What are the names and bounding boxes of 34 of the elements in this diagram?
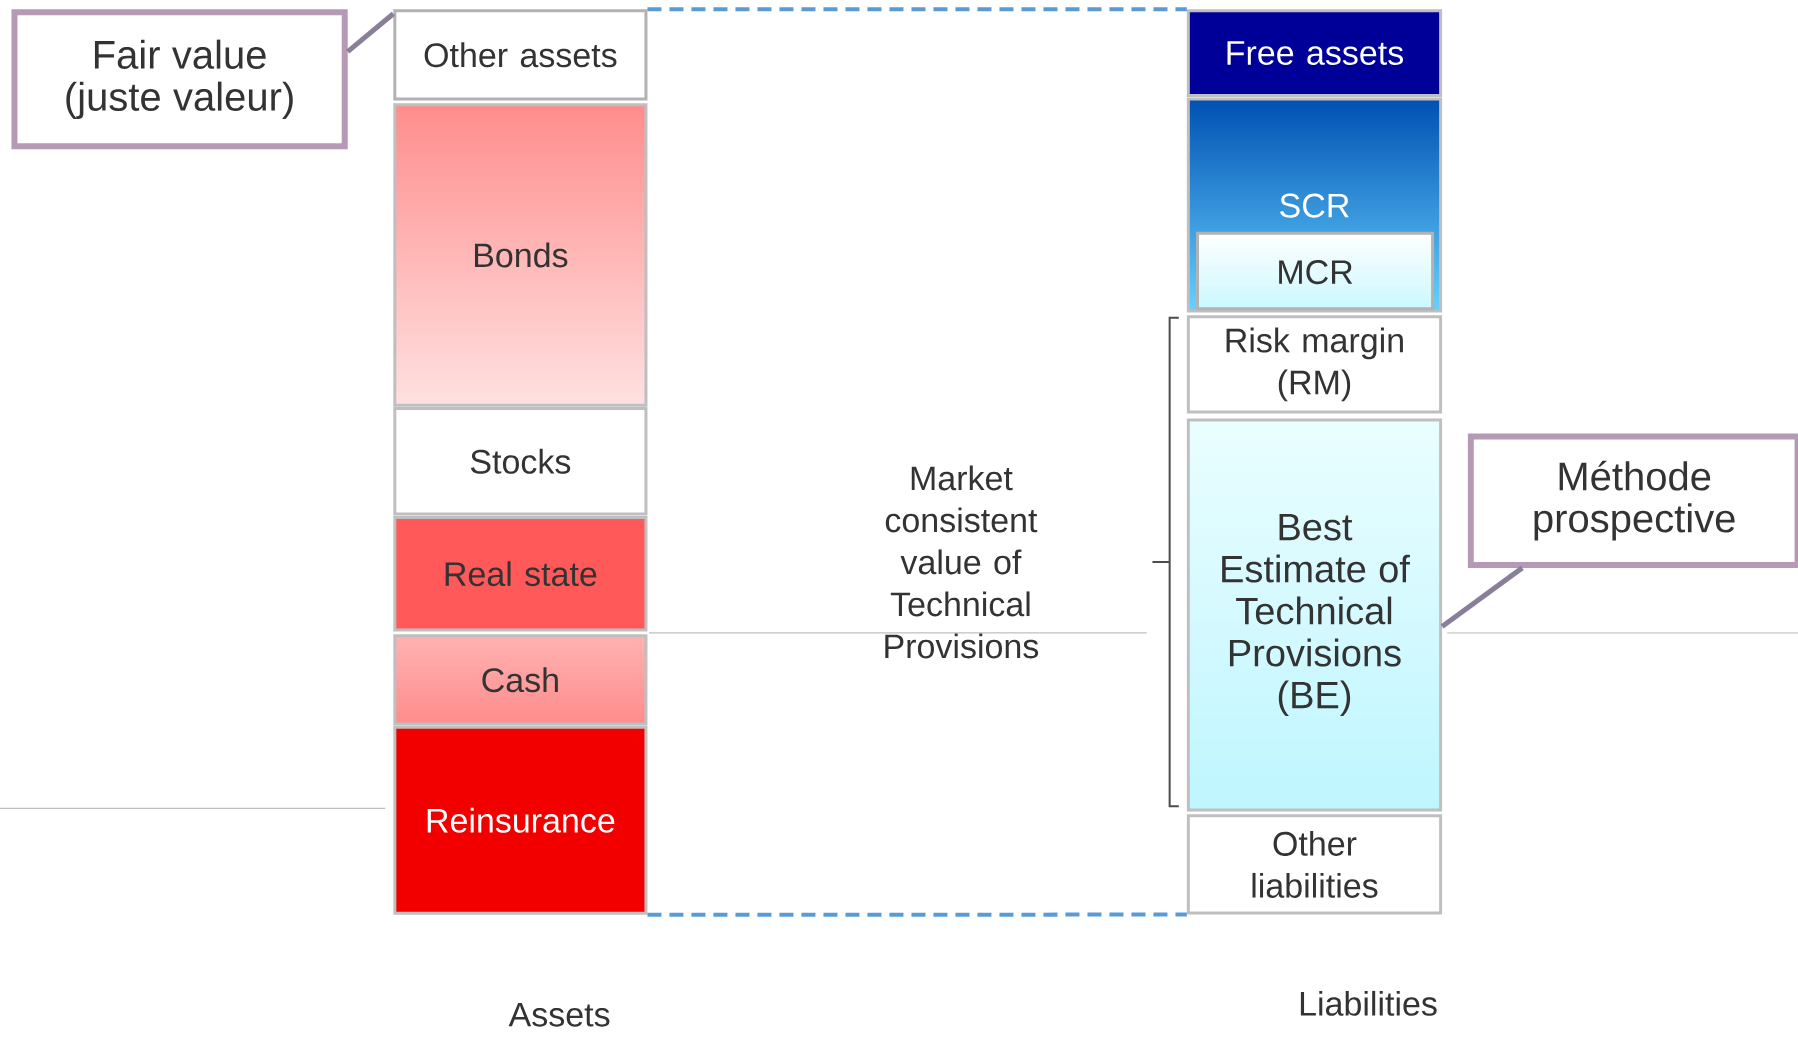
- block-label: Cash: [482, 667, 558, 693]
- block-label: Fair value (juste valeur): [66, 39, 293, 119]
- asset-block: [393, 725, 648, 915]
- text-label: Liabilities: [1300, 990, 1437, 1016]
- block-label: Bonds: [474, 242, 568, 268]
- asset-block: [393, 634, 648, 726]
- leader-line: [346, 11, 395, 54]
- liability-block: [1186, 814, 1443, 915]
- block-label: Méthode prospective: [1534, 460, 1735, 541]
- liability-block: [1186, 315, 1443, 414]
- leader-line: [1440, 565, 1524, 629]
- dashed-line: [647, 912, 1187, 917]
- block-label: Reinsurance: [427, 807, 615, 833]
- callout-box: [1467, 433, 1798, 568]
- block-label: Stocks: [470, 448, 571, 474]
- asset-block: [393, 103, 648, 407]
- block-label: Other assets: [424, 42, 617, 68]
- block-label: Best Estimate of Technical Provisions (BE): [1222, 514, 1410, 716]
- liability-block: [1196, 231, 1435, 311]
- block-label: SCR: [1280, 193, 1349, 218]
- block-label: Free assets: [1227, 41, 1403, 65]
- block-label: Other liabilities: [1252, 830, 1378, 898]
- text-label: Assets: [508, 1002, 610, 1027]
- dashed-line: [647, 7, 1187, 12]
- block-label: MCR: [1279, 260, 1353, 285]
- block-label: Risk margin (RM): [1226, 327, 1403, 402]
- text-label: Market consistent value of Technical Provisions: [885, 465, 1039, 659]
- liability-block: [1186, 9, 1443, 98]
- block-label: Real state: [445, 561, 597, 587]
- callout-box: [11, 9, 348, 150]
- asset-block: [393, 9, 648, 101]
- liability-block: [1186, 418, 1443, 812]
- asset-block: [393, 407, 648, 516]
- asset-block: [393, 516, 648, 632]
